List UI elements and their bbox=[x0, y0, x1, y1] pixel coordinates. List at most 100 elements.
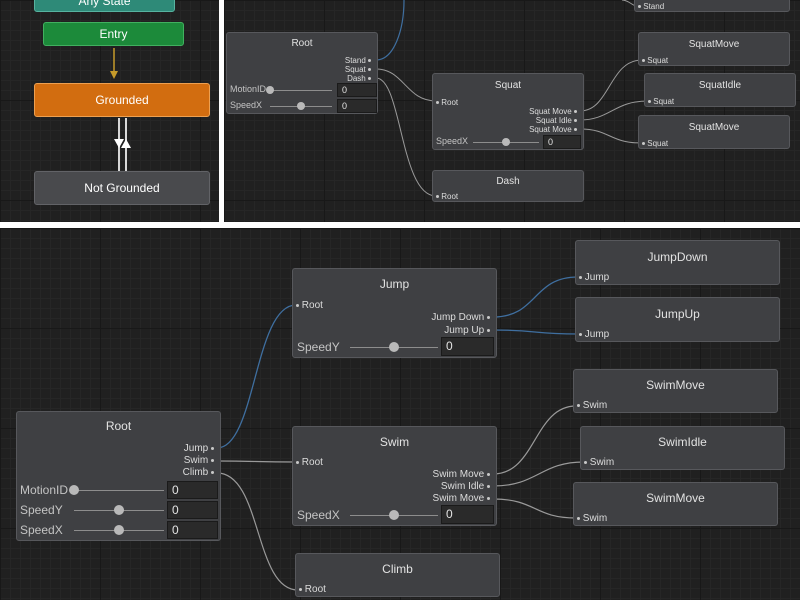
wire-squat-move-a bbox=[579, 59, 643, 112]
input-port-squat[interactable]: Squat bbox=[648, 97, 674, 106]
input-port-root[interactable]: Root bbox=[436, 98, 458, 107]
squat-move-node-b[interactable]: SquatMove Squat bbox=[638, 115, 790, 149]
output-port-swim-move-b[interactable]: Swim Move bbox=[433, 493, 490, 504]
squat-move-node-a[interactable]: SquatMove Squat bbox=[638, 32, 790, 66]
input-port-stand[interactable]: Stand bbox=[638, 2, 664, 11]
param-label-motionid: MotionID bbox=[20, 483, 69, 497]
motionid-field[interactable]: 0 bbox=[167, 481, 218, 499]
wire-swim-move-a bbox=[492, 405, 577, 475]
output-port-squat-move-b[interactable]: Squat Move bbox=[529, 125, 577, 134]
wire-root-jump bbox=[216, 304, 297, 449]
any-state-node[interactable]: Any State bbox=[34, 0, 175, 12]
output-port-jump-down[interactable]: Jump Down bbox=[431, 312, 490, 323]
output-port-squat-idle[interactable]: Squat Idle bbox=[536, 116, 577, 125]
output-port-swim-move-a[interactable]: Swim Move bbox=[433, 469, 490, 480]
dash-node[interactable]: Dash Root bbox=[432, 170, 584, 202]
wire-root-climb bbox=[216, 472, 299, 591]
param-label-speedx: SpeedX bbox=[436, 136, 469, 146]
wire-jump-up bbox=[492, 329, 579, 335]
entry-label: Entry bbox=[99, 27, 128, 41]
transition-arrow-up[interactable] bbox=[121, 139, 131, 148]
wire-root-dash bbox=[375, 77, 437, 197]
squat-idle-node[interactable]: SquatIdle Squat bbox=[644, 73, 796, 107]
speedy-field[interactable]: 0 bbox=[167, 501, 218, 519]
node-title: SquatMove bbox=[688, 39, 740, 50]
output-port-squat-move-a[interactable]: Squat Move bbox=[529, 107, 577, 116]
jump-down-node[interactable]: JumpDown Jump bbox=[575, 240, 780, 285]
output-port-stand[interactable]: Stand bbox=[345, 56, 371, 65]
not-grounded-state-node[interactable]: Not Grounded bbox=[34, 171, 210, 205]
swim-speedx-field[interactable]: 0 bbox=[441, 505, 494, 524]
output-port-squat[interactable]: Squat bbox=[345, 65, 371, 74]
slider-knob-motionid[interactable] bbox=[266, 86, 274, 94]
jump-up-node[interactable]: JumpUp Jump bbox=[575, 297, 780, 342]
wire-swim-move-b bbox=[492, 498, 577, 519]
node-title: Squat bbox=[494, 80, 522, 91]
slider-knob-speedy[interactable] bbox=[389, 342, 399, 352]
slider-knob-speedx[interactable] bbox=[114, 525, 124, 535]
output-port-climb[interactable]: Climb bbox=[183, 467, 214, 478]
slider-track-motionid[interactable] bbox=[270, 90, 332, 91]
node-title: SwimMove bbox=[646, 491, 705, 505]
node-title: SwimIdle bbox=[658, 435, 707, 449]
slider-knob-speedx[interactable] bbox=[389, 510, 399, 520]
slider-knob-speedx[interactable] bbox=[502, 138, 510, 146]
blend-tree-panel-bottom[interactable]: Root Jump Swim Climb MotionID 0 SpeedY 0… bbox=[0, 228, 800, 600]
swim-move-node-b[interactable]: SwimMove Swim bbox=[573, 482, 778, 526]
slider-knob-speedy[interactable] bbox=[114, 505, 124, 515]
input-port-root[interactable]: Root bbox=[299, 584, 326, 595]
node-title: SquatMove bbox=[688, 122, 740, 133]
input-port-swim[interactable]: Swim bbox=[584, 457, 614, 468]
slider-knob-motionid[interactable] bbox=[69, 485, 79, 495]
output-port-jump-up[interactable]: Jump Up bbox=[444, 325, 490, 336]
node-title: Jump bbox=[379, 277, 410, 291]
param-label-speedx: SpeedX bbox=[297, 508, 340, 522]
param-label-speedy: SpeedY bbox=[297, 340, 340, 354]
input-port-swim[interactable]: Swim bbox=[577, 513, 607, 524]
stand-node[interactable]: Stand bbox=[634, 0, 790, 12]
wire-squat-move-b bbox=[579, 128, 643, 144]
input-port-root[interactable]: Root bbox=[296, 457, 323, 468]
jump-node[interactable]: Jump Root Jump Down Jump Up SpeedY 0 bbox=[292, 268, 497, 358]
swim-move-node-a[interactable]: SwimMove Swim bbox=[573, 369, 778, 413]
swim-node[interactable]: Swim Root Swim Move Swim Idle Swim Move … bbox=[292, 426, 497, 526]
output-port-jump[interactable]: Jump bbox=[184, 443, 214, 454]
entry-node[interactable]: Entry bbox=[43, 22, 184, 46]
state-machine-panel[interactable]: Any State Entry Grounded Not Grounded bbox=[0, 0, 219, 222]
output-port-swim-idle[interactable]: Swim Idle bbox=[441, 481, 490, 492]
wire-root-squat bbox=[375, 68, 437, 102]
blend-tree-panel-top[interactable]: Root Stand Squat Dash MotionID 0 SpeedX … bbox=[224, 0, 800, 222]
node-title: Root bbox=[291, 38, 313, 49]
input-port-squat[interactable]: Squat bbox=[642, 56, 668, 65]
node-title: Climb bbox=[382, 562, 413, 576]
not-grounded-label: Not Grounded bbox=[84, 181, 160, 195]
output-port-swim[interactable]: Swim bbox=[184, 455, 214, 466]
speedx-field[interactable]: 0 bbox=[167, 521, 218, 539]
squat-speedx-field[interactable]: 0 bbox=[543, 135, 581, 149]
input-port-jump[interactable]: Jump bbox=[579, 329, 609, 340]
slider-track-motionid[interactable] bbox=[74, 490, 164, 491]
input-port-root[interactable]: Root bbox=[296, 300, 323, 311]
input-port-swim[interactable]: Swim bbox=[577, 400, 607, 411]
any-state-label: Any State bbox=[78, 0, 131, 8]
input-port-root[interactable]: Root bbox=[436, 192, 458, 201]
node-title: Dash bbox=[496, 176, 520, 187]
transition-arrow-down[interactable] bbox=[114, 139, 124, 148]
wire-swim-idle bbox=[492, 461, 585, 487]
input-port-squat[interactable]: Squat bbox=[642, 139, 668, 148]
node-title: JumpUp bbox=[655, 307, 700, 321]
root-node-top[interactable]: Root Stand Squat Dash MotionID 0 SpeedX … bbox=[226, 32, 378, 114]
input-port-jump[interactable]: Jump bbox=[579, 272, 609, 283]
output-port-dash[interactable]: Dash bbox=[347, 74, 371, 83]
wire-root-stand bbox=[375, 0, 405, 61]
swim-idle-node[interactable]: SwimIdle Swim bbox=[580, 426, 785, 470]
root-node-bottom[interactable]: Root Jump Swim Climb MotionID 0 SpeedY 0… bbox=[16, 411, 221, 541]
grounded-state-node[interactable]: Grounded bbox=[34, 83, 210, 117]
slider-knob-speedx[interactable] bbox=[297, 102, 305, 110]
speedx-field[interactable]: 0 bbox=[337, 99, 377, 113]
motionid-field[interactable]: 0 bbox=[337, 83, 377, 97]
squat-node[interactable]: Squat Root Squat Move Squat Idle Squat M… bbox=[432, 73, 584, 150]
climb-node[interactable]: Climb Root bbox=[295, 553, 500, 597]
wire-root-swim bbox=[216, 460, 297, 463]
jump-speedy-field[interactable]: 0 bbox=[441, 337, 494, 356]
